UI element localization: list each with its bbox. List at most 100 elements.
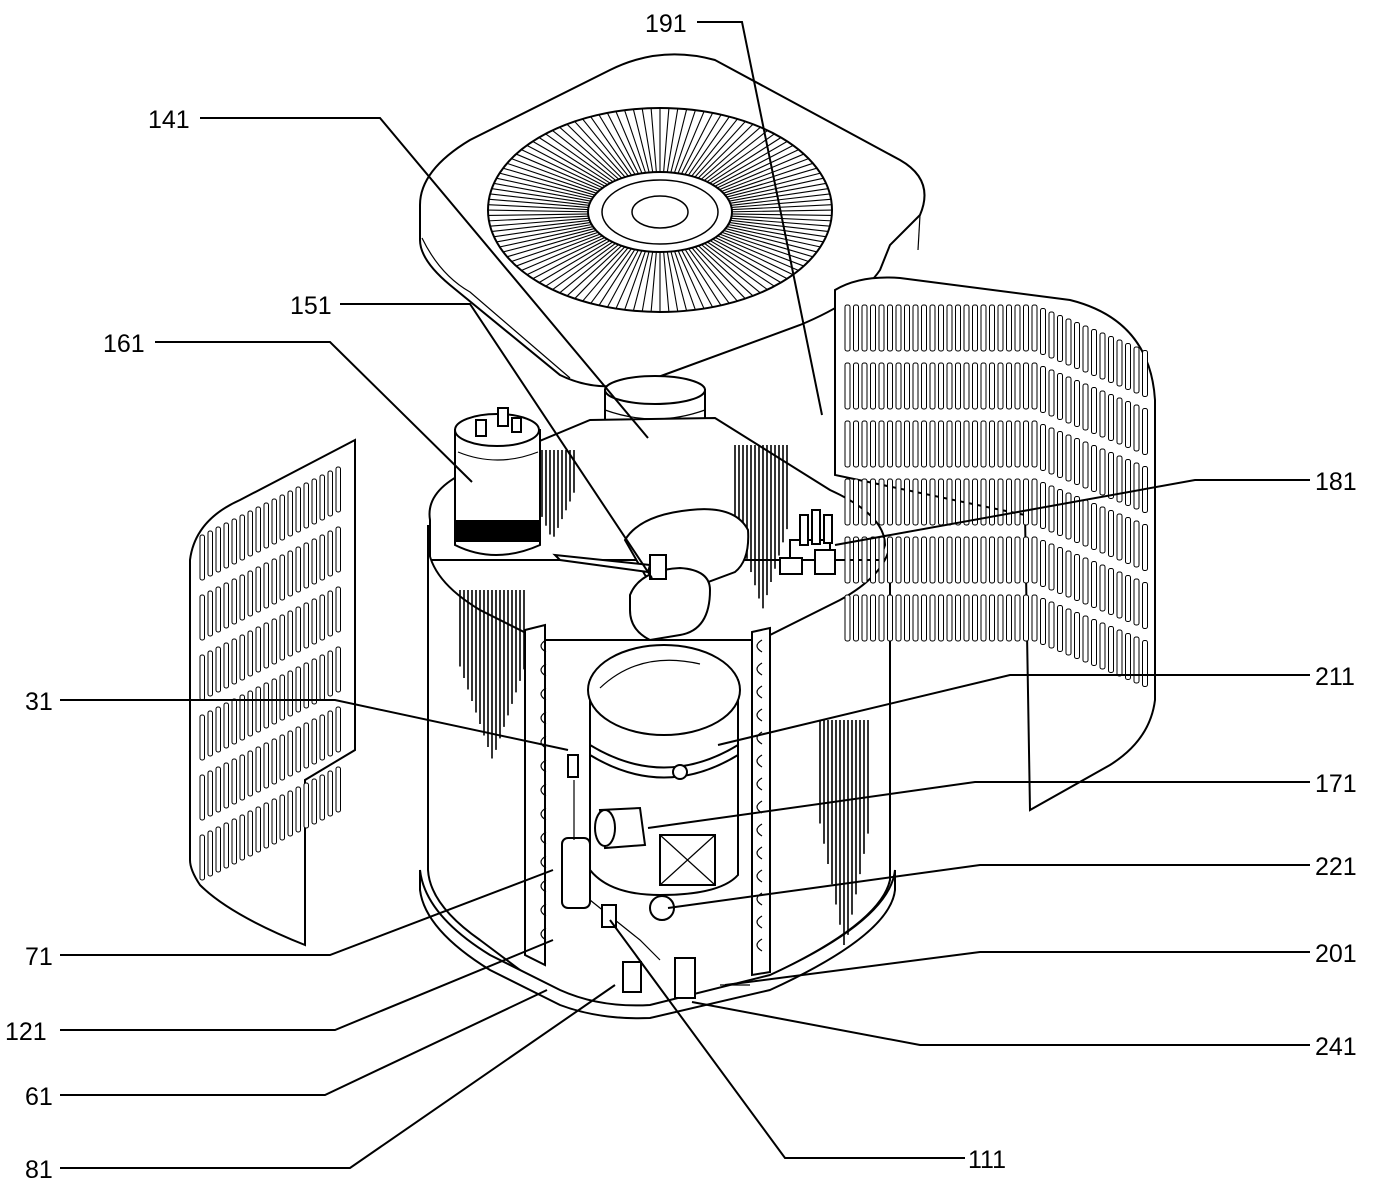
- grille-slot: [223, 522, 229, 569]
- fan-fin: [488, 187, 602, 206]
- grille-slot: [904, 362, 910, 410]
- grille-slot: [271, 738, 277, 785]
- coil-bend: [540, 663, 547, 677]
- grille-slot: [319, 474, 325, 521]
- grille-slot: [972, 304, 978, 352]
- fan-fin: [665, 245, 679, 312]
- fan-fin: [719, 193, 832, 208]
- grille-slot: [239, 514, 245, 561]
- fan-fin: [717, 182, 830, 204]
- grille-slot: [1108, 394, 1114, 441]
- fan-fin: [488, 213, 601, 217]
- grille-slot: [1048, 311, 1055, 359]
- grille-slot: [921, 536, 927, 584]
- grille-slot: [853, 420, 859, 468]
- fan-fin: [671, 108, 697, 179]
- grille-slot: [327, 650, 333, 697]
- grille-slot: [295, 606, 301, 653]
- coil-bend: [540, 759, 547, 773]
- coil-bend: [540, 711, 547, 725]
- grille-slot: [279, 674, 285, 721]
- grille-slot: [327, 470, 333, 517]
- fan-fin: [523, 232, 614, 277]
- grille-slot: [955, 594, 961, 642]
- grille-slot: [1091, 503, 1097, 550]
- grille-slot: [239, 634, 245, 681]
- grille-slot: [231, 758, 237, 805]
- grille-slot: [1133, 636, 1140, 684]
- fan-fin: [490, 182, 603, 204]
- grille-slot: [938, 420, 944, 468]
- grille-slot: [861, 478, 868, 526]
- label-61: 61: [25, 1083, 53, 1111]
- grille-slot: [853, 594, 859, 642]
- grille-slot: [1065, 492, 1072, 540]
- grille-slot: [295, 786, 301, 833]
- grille-slot: [247, 810, 253, 857]
- compressor: [587, 644, 741, 897]
- grille-slot: [861, 420, 868, 468]
- grille-slot: [921, 420, 927, 468]
- grille-slot: [207, 770, 213, 817]
- fan-fin: [704, 139, 791, 190]
- grille-slot: [207, 830, 213, 877]
- grille-slot: [271, 678, 277, 725]
- control-box: [552, 508, 750, 642]
- fan-fin: [580, 241, 634, 304]
- fan-fin: [719, 203, 832, 211]
- grille-slot: [929, 304, 936, 352]
- grille-slot: [1125, 459, 1131, 506]
- grille-slot: [207, 590, 213, 637]
- grille-slot: [1133, 346, 1140, 394]
- grille-slot: [955, 304, 961, 352]
- grille-slot: [989, 420, 995, 468]
- leader-211: [717, 674, 1310, 746]
- grille-slot: [844, 420, 851, 468]
- grille-slot: [997, 478, 1004, 526]
- coil-bend: [540, 855, 547, 869]
- coil-bend: [756, 938, 763, 952]
- fan-fin: [556, 124, 626, 185]
- grille-slot: [1142, 640, 1148, 687]
- grille-slot: [287, 550, 293, 597]
- grille-slot: [963, 594, 970, 642]
- grille-slot: [1065, 550, 1072, 598]
- fan-fin: [697, 237, 771, 293]
- fan-fin: [716, 177, 827, 203]
- grille-slot: [223, 762, 229, 809]
- grille-slot: [1014, 536, 1021, 584]
- grille-slot: [980, 478, 987, 526]
- label-201: 201: [1315, 940, 1357, 968]
- grille-slot: [327, 530, 333, 577]
- grille-slot: [1082, 383, 1089, 431]
- grille-slot: [844, 536, 851, 584]
- fan-fin: [675, 108, 706, 180]
- grille-slot: [263, 742, 269, 789]
- grille-slot: [287, 610, 293, 657]
- fan-fin: [588, 242, 637, 307]
- label-181: 181: [1315, 468, 1357, 496]
- grille-slot: [946, 594, 953, 642]
- fan-fin: [706, 232, 797, 277]
- grille-slot: [1048, 543, 1055, 591]
- coil-bend: [756, 662, 763, 676]
- fan-fin: [697, 127, 771, 187]
- grille-slot: [215, 826, 221, 873]
- fan-fin: [542, 236, 621, 289]
- grille-slot: [1125, 633, 1131, 680]
- fan-fin: [713, 226, 817, 259]
- fan-fin: [713, 161, 817, 198]
- fan-fin: [678, 109, 715, 180]
- grille-slot: [938, 594, 944, 642]
- fan-fin: [632, 108, 652, 179]
- grille-slot: [1014, 594, 1021, 642]
- coil-bend: [756, 869, 763, 883]
- grille-slot: [1116, 339, 1123, 387]
- grille-slot: [946, 362, 953, 410]
- fan-fin: [605, 109, 642, 180]
- grille-slot: [1082, 499, 1089, 547]
- grille-slot: [279, 734, 285, 781]
- grille-slot: [247, 750, 253, 797]
- grille-slot: [1082, 615, 1089, 663]
- grille-slot: [1006, 304, 1012, 352]
